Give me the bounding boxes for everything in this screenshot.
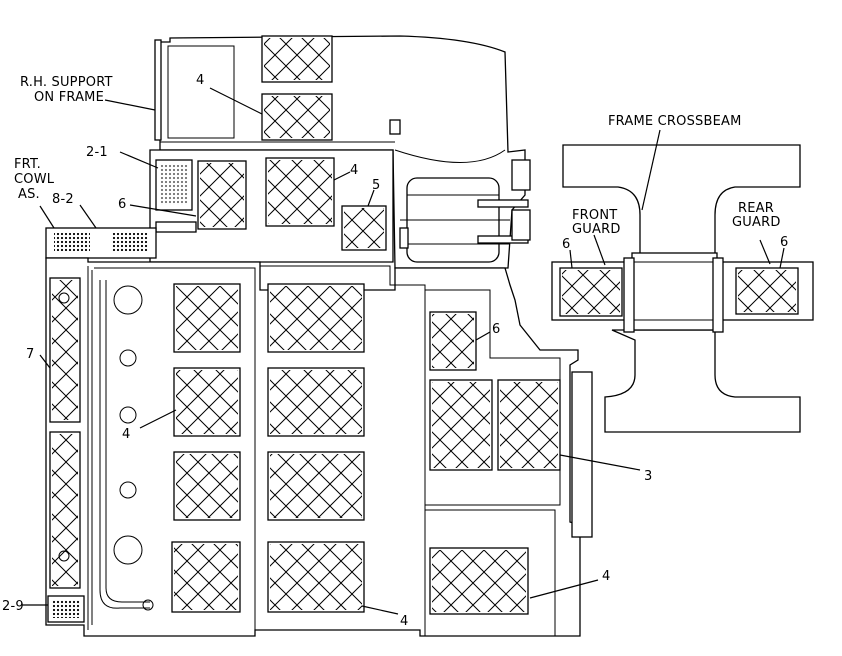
text-labels: R.H. SUPPORT ON FRAME FRT. COWL AS. FRAM…	[14, 75, 781, 237]
label-cowl: COWL	[14, 172, 55, 187]
callout-numbers: 4 2-1 4 5 8-2 6 7 4 6 3 4 4 2-9 6 6	[2, 73, 788, 629]
guard-6-center	[432, 314, 474, 368]
guard-mid-a	[200, 163, 244, 227]
guard-rc-3	[432, 550, 526, 612]
callout-6-left: 6	[118, 197, 126, 212]
top-guards	[197, 35, 387, 251]
frame-crossbeam-detail	[551, 144, 814, 433]
guard-lc-3	[176, 454, 238, 518]
label-front: FRONT	[572, 208, 617, 223]
callout-5: 5	[372, 178, 380, 193]
callout-4-left: 4	[122, 427, 130, 442]
label-rh-support: R.H. SUPPORT	[20, 75, 113, 90]
callout-4-bottom: 4	[400, 614, 408, 629]
callout-8-2: 8-2	[52, 192, 74, 207]
callout-4-top: 4	[196, 73, 204, 88]
left-column-guards	[171, 283, 241, 613]
cowl-guard-right-dots	[112, 233, 148, 251]
label-rear-guard: GUARD	[732, 215, 781, 230]
center-column-guards	[267, 283, 365, 613]
guard-cc-1	[270, 286, 362, 350]
front-cowl-assembly	[45, 227, 157, 259]
guard-rc-2	[500, 382, 558, 468]
guard-lc-4	[174, 544, 238, 610]
front-guard-hatch	[562, 270, 620, 314]
callout-4-mid: 4	[350, 163, 358, 178]
side-guard-lower-hatch	[52, 434, 78, 586]
callout-4-bottom-right: 4	[602, 569, 610, 584]
guard-top-a	[264, 38, 330, 80]
leader-lines	[22, 87, 785, 615]
panel-2-1-dots	[160, 165, 188, 205]
guard-mid-b	[268, 160, 332, 224]
callout-3: 3	[644, 469, 652, 484]
callout-2-1: 2-1	[86, 145, 108, 160]
rear-guard-hatch	[738, 270, 796, 312]
cowl-guard-left-dots	[54, 233, 90, 251]
guard-rc-1	[432, 382, 490, 468]
callout-6-front: 6	[562, 237, 570, 252]
callout-6-center: 6	[492, 322, 500, 337]
guard-lc-1	[176, 286, 238, 350]
left-side-guards	[47, 277, 85, 623]
right-column-guards	[429, 311, 561, 615]
side-guard-upper-hatch	[52, 280, 78, 420]
label-rear: REAR	[738, 201, 774, 216]
guard-top-b	[264, 96, 330, 138]
callout-6-rear: 6	[780, 235, 788, 250]
callout-2-9: 2-9	[2, 599, 24, 614]
guard-2-9-dots	[52, 600, 80, 618]
guard-lc-2	[176, 370, 238, 434]
guard-cc-3	[270, 454, 362, 518]
callout-7: 7	[26, 347, 34, 362]
label-as: AS.	[18, 187, 40, 202]
guard-cc-2	[270, 370, 362, 434]
label-frt: FRT.	[14, 157, 41, 172]
guard-cc-4	[270, 544, 362, 610]
guard-5	[344, 208, 384, 248]
engine-drum	[399, 159, 531, 263]
label-frame-crossbeam: FRAME CROSSBEAM	[608, 114, 742, 129]
label-front-guard: GUARD	[572, 222, 621, 237]
label-on-frame: ON FRAME	[34, 90, 104, 105]
